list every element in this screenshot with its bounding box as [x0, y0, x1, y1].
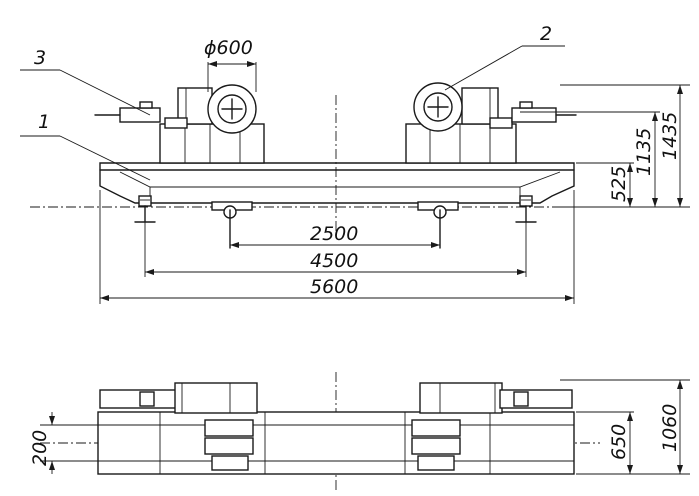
- outer-wheel-right: [515, 195, 537, 223]
- leader-2: [444, 45, 523, 91]
- dim-span-5600: 5600: [310, 276, 358, 298]
- inner-wheel-left: [211, 201, 253, 249]
- left-roller-unit: [94, 84, 265, 164]
- dim-plan-1060: 1060: [659, 404, 681, 452]
- dim-span-2500: 2500: [310, 223, 358, 245]
- dim-height-1435: 1435: [659, 112, 681, 160]
- inner-wheel-right: [417, 201, 459, 249]
- main-beam: [99, 162, 575, 204]
- leader-1: [59, 135, 151, 181]
- plan-frame: [97, 411, 575, 475]
- outer-wheel-left: [134, 195, 156, 223]
- dim-span-4500: 4500: [310, 250, 358, 272]
- dim-roller-diameter: ϕ600: [204, 37, 253, 59]
- leader-3: [59, 69, 151, 116]
- callout-1: 1: [38, 111, 50, 133]
- dim-height-525: 525: [608, 166, 630, 202]
- plan-right-drive: [411, 382, 573, 471]
- callout-3: 3: [34, 47, 46, 69]
- dim-plan-200: 200: [29, 430, 51, 466]
- elevation-view: 1 3 2 ϕ600 2500 4500 5600 525 1135 1435: [20, 23, 690, 304]
- dim-height-1135: 1135: [633, 128, 655, 176]
- right-roller-unit: [405, 82, 577, 164]
- callout-2: 2: [540, 23, 552, 45]
- plan-left-drive: [99, 382, 258, 471]
- dim-plan-650: 650: [608, 424, 630, 460]
- plan-view: 200 650 1060: [29, 372, 690, 492]
